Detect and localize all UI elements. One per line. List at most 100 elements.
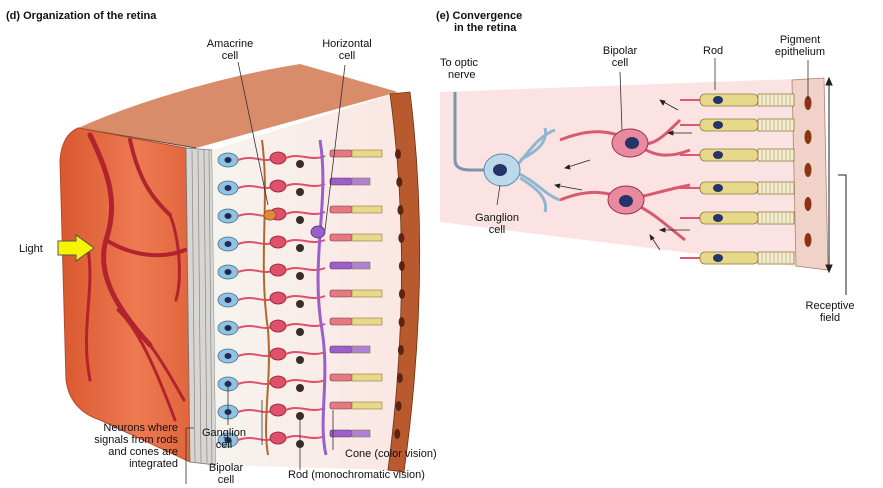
bipolar-d-line2: cell xyxy=(196,474,256,486)
rod-inner-segment xyxy=(330,318,352,325)
neurons-line1: Neurons where xyxy=(40,422,178,434)
bipolar-cell xyxy=(270,404,286,416)
photoreceptor-nucleus xyxy=(296,384,304,392)
pigment-epithelium-label: Pigment epithelium xyxy=(758,34,842,58)
rod-nucleus xyxy=(713,184,723,192)
bipolar-cell xyxy=(270,320,286,332)
bipolar-label-d: Bipolar cell xyxy=(196,462,256,486)
photoreceptor-nucleus xyxy=(296,244,304,252)
pigment-granule xyxy=(395,149,401,159)
pigment-granule xyxy=(398,345,404,355)
neurons-line3: and cones are xyxy=(40,446,178,458)
horizontal-cell-body xyxy=(311,226,325,238)
rod-outer-segment xyxy=(352,206,382,213)
bipolar-cell xyxy=(270,180,286,192)
photoreceptor-nucleus xyxy=(296,216,304,224)
ganglion-nucleus xyxy=(225,185,232,191)
panel-e-title-line2: in the retina xyxy=(436,22,522,34)
rod-inner-segment xyxy=(330,374,352,381)
ganglion-d-line2: cell xyxy=(194,439,254,451)
rod-nucleus xyxy=(713,121,723,129)
ganglion-nucleus xyxy=(225,325,232,331)
horizontal-label-line2: cell xyxy=(312,50,382,62)
receptive-field-bracket xyxy=(826,78,846,295)
optic-line1: To optic xyxy=(440,57,478,69)
optic-line2: nerve xyxy=(440,69,478,81)
bipolar-cell xyxy=(270,292,286,304)
light-label: Light xyxy=(19,243,43,255)
neurons-line4: integrated xyxy=(40,458,178,470)
rod-inner-segment xyxy=(700,182,758,194)
pigment-granule xyxy=(399,317,405,327)
rod-outer-segment xyxy=(758,94,794,106)
rod-inner-segment xyxy=(330,206,352,213)
rod-nucleus xyxy=(713,96,723,104)
photoreceptor-nucleus xyxy=(296,300,304,308)
neurons-integration-label: Neurons where signals from rods and cone… xyxy=(40,422,178,470)
rod-nucleus xyxy=(713,214,723,222)
photoreceptor-nucleus xyxy=(296,412,304,420)
rod-outer-segment xyxy=(352,150,382,157)
rod-label-d: Rod (monochromatic vision) xyxy=(288,469,425,481)
convergence-panel xyxy=(440,58,846,295)
pigment-granule xyxy=(398,233,404,243)
bipolar-cell xyxy=(270,376,286,388)
ganglion-label-d: Ganglion cell xyxy=(194,427,254,451)
receptive-field-label: Receptive field xyxy=(790,300,870,324)
ganglion-nucleus xyxy=(225,269,232,275)
pigment-line2: epithelium xyxy=(758,46,842,58)
panel-e-title-line1: (e) Convergence xyxy=(436,10,522,22)
bipolar-e-line1: Bipolar xyxy=(590,45,650,57)
rod-inner-segment xyxy=(700,94,758,106)
amacrine-label-line2: cell xyxy=(200,50,260,62)
rod-outer-segment xyxy=(758,182,794,194)
photoreceptor-nucleus xyxy=(296,328,304,336)
ganglion-nucleus xyxy=(225,241,232,247)
pigment-granule xyxy=(399,289,405,299)
photoreceptor-nucleus xyxy=(296,188,304,196)
rod-outer-segment xyxy=(758,212,794,224)
bipolar-cell xyxy=(270,152,286,164)
bipolar-cell xyxy=(270,348,286,360)
ganglion-nucleus xyxy=(225,353,232,359)
amacrine-cell-body xyxy=(264,210,276,220)
retina-cell-face xyxy=(212,92,408,470)
cone-inner-segment xyxy=(330,178,352,185)
optic-nerve-label: To optic nerve xyxy=(440,57,478,81)
pigment-line1: Pigment xyxy=(758,34,842,46)
bipolar-e-line2: cell xyxy=(590,57,650,69)
rod-inner-segment xyxy=(700,212,758,224)
amacrine-label: Amacrine cell xyxy=(200,38,260,62)
photoreceptor-nucleus xyxy=(296,272,304,280)
panel-d-title: (d) Organization of the retina xyxy=(6,10,156,22)
amacrine-label-line1: Amacrine xyxy=(200,38,260,50)
horizontal-label-line1: Horizontal xyxy=(312,38,382,50)
pigment-granule xyxy=(396,177,402,187)
bipolar-cell xyxy=(270,264,286,276)
neurons-line2: signals from rods xyxy=(40,434,178,446)
bipolar-label-e: Bipolar cell xyxy=(590,45,650,69)
rod-inner-segment xyxy=(700,252,758,264)
rod-nucleus xyxy=(713,254,723,262)
rod-outer-segment xyxy=(758,119,794,131)
ganglion-e-line2: cell xyxy=(462,224,532,236)
rod-outer-segment xyxy=(352,402,382,409)
cone-label: Cone (color vision) xyxy=(345,448,437,460)
ganglion-label-e: Ganglion cell xyxy=(462,212,532,236)
ganglion-nucleus xyxy=(225,297,232,303)
ganglion-nucleus xyxy=(225,213,232,219)
rod-label-e: Rod xyxy=(703,45,723,57)
cone-outer-segment xyxy=(352,262,370,269)
cone-outer-segment xyxy=(352,430,370,437)
receptive-line2: field xyxy=(790,312,870,324)
bipolar-cell xyxy=(270,432,286,444)
ganglion-nucleus xyxy=(225,157,232,163)
horizontal-label: Horizontal cell xyxy=(312,38,382,62)
cone-outer-segment xyxy=(352,346,370,353)
photoreceptor-nucleus xyxy=(296,160,304,168)
cone-outer-segment xyxy=(352,178,370,185)
rod-outer-segment xyxy=(758,149,794,161)
ganglion-e-line1: Ganglion xyxy=(462,212,532,224)
ganglion-d-line1: Ganglion xyxy=(194,427,254,439)
panel-e-title: (e) Convergence in the retina xyxy=(436,10,522,34)
